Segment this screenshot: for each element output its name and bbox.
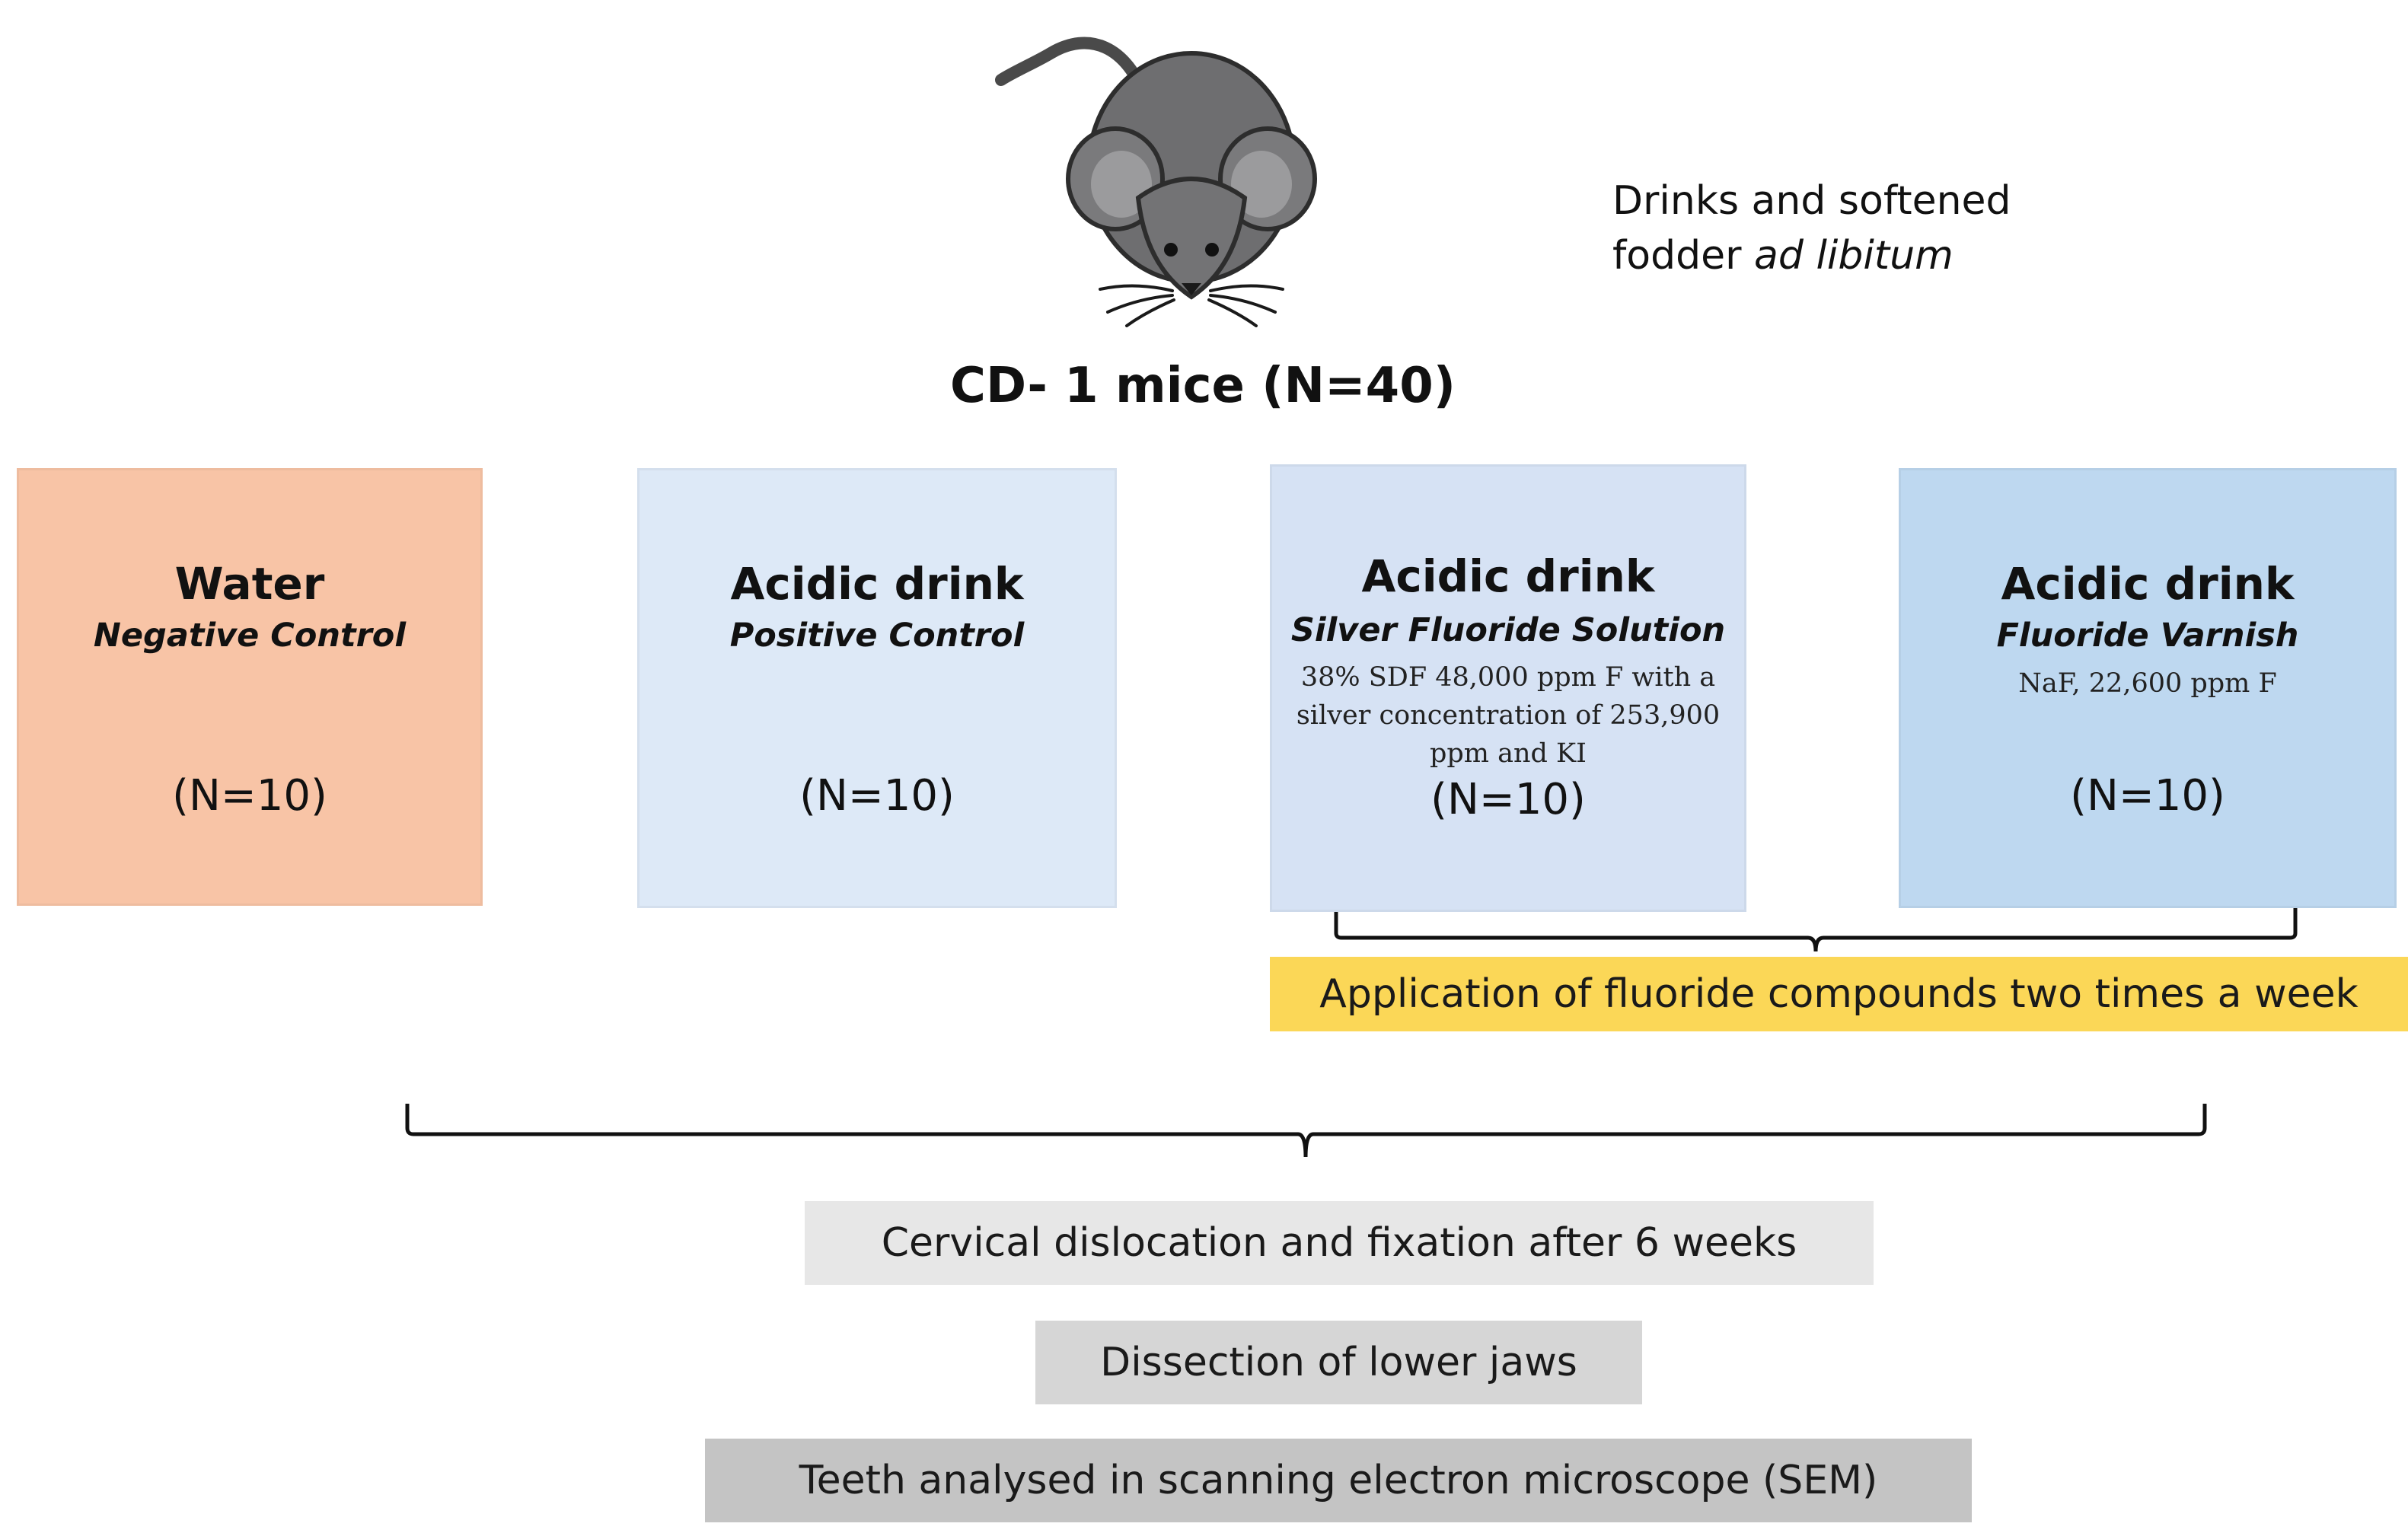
- group-water: Water Negative Control (N=10): [17, 468, 483, 906]
- note-line-2: fodder ad libitum: [1612, 228, 2011, 283]
- step-cervical-dislocation: Cervical dislocation and fixation after …: [805, 1201, 1874, 1285]
- group-positive-control: Acidic drink Positive Control (N=10): [637, 468, 1117, 908]
- note-line-1: Drinks and softened: [1612, 178, 2011, 224]
- fluoride-groups-bracket: [1334, 904, 2298, 952]
- group-n: (N=10): [2070, 771, 2225, 821]
- group-description: 38% SDF 48,000 ppm F with a silver conce…: [1296, 662, 1721, 769]
- cohort-title: CD- 1 mice (N=40): [950, 358, 1456, 414]
- group-n: (N=10): [1430, 775, 1586, 824]
- group-subtitle: Positive Control: [729, 617, 1025, 655]
- note-line-2-prefix: fodder: [1612, 233, 1755, 279]
- group-description: NaF, 22,600 ppm F: [2018, 668, 2277, 699]
- note-line-2-italic: ad libitum: [1754, 233, 1954, 279]
- group-n: (N=10): [799, 771, 955, 821]
- group-n: (N=10): [172, 771, 327, 821]
- group-subtitle: Negative Control: [93, 617, 407, 655]
- group-name: Acidic drink: [2001, 558, 2295, 610]
- step-sem-analysis: Teeth analysed in scanning electron micr…: [705, 1439, 1972, 1522]
- group-name: Water: [174, 558, 325, 610]
- application-bar: Application of fluoride compounds two ti…: [1270, 957, 2408, 1031]
- group-subtitle: Silver Fluoride Solution: [1290, 611, 1726, 649]
- mouse-icon: [982, 8, 1325, 327]
- step-dissection: Dissection of lower jaws: [1035, 1321, 1642, 1404]
- group-subtitle: Fluoride Varnish: [1996, 617, 2299, 655]
- group-silver-fluoride: Acidic drink Silver Fluoride Solution 38…: [1270, 464, 1746, 912]
- feeding-note: Drinks and softened fodder ad libitum: [1612, 174, 2011, 283]
- group-name: Acidic drink: [1361, 550, 1655, 602]
- group-name: Acidic drink: [730, 558, 1024, 610]
- all-groups-bracket: [405, 1104, 2207, 1158]
- group-fluoride-varnish: Acidic drink Fluoride Varnish NaF, 22,60…: [1899, 468, 2397, 908]
